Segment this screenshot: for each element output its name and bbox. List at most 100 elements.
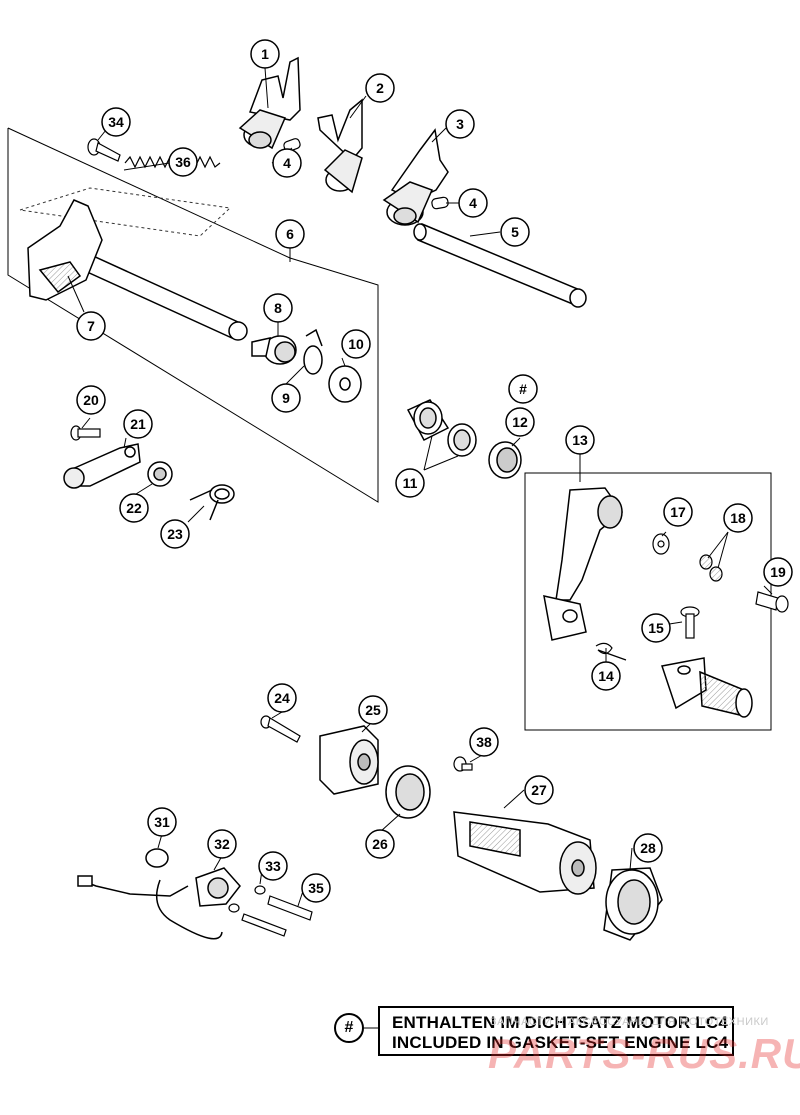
callout-number: 1 — [261, 46, 269, 62]
callout-10: 10 — [341, 329, 371, 359]
watermark-tagline: ЗАПЧАСТИ И АКСЕССУАРЫ ДЛЯ МОТОТЕХНИКИ — [490, 1016, 769, 1028]
lock-washer-18 — [699, 554, 723, 582]
callout-number: 3 — [456, 116, 464, 132]
callout-number: 15 — [648, 620, 664, 636]
callout-35: 35 — [301, 873, 331, 903]
legend-line-english: INCLUDED IN GASKET-SET ENGINE LC4 — [392, 1033, 729, 1052]
callout-circle — [763, 557, 793, 587]
callout-circle — [267, 683, 297, 713]
callout-4b: 4 — [458, 188, 488, 218]
callout-circle — [160, 519, 190, 549]
callout-25: 25 — [358, 695, 388, 725]
spring-14 — [595, 642, 627, 661]
callout-circle — [633, 833, 663, 863]
shift-drum-27 — [453, 811, 597, 895]
callout-circle — [641, 613, 671, 643]
callout-number: 19 — [770, 564, 786, 580]
bearing-26 — [385, 765, 431, 819]
callout-31: 31 — [147, 807, 177, 837]
callout-15: 15 — [641, 613, 671, 643]
callout-17: 17 — [663, 497, 693, 527]
callout-8: 8 — [263, 293, 293, 323]
shift-fork-3 — [382, 128, 449, 226]
callout-38: 38 — [469, 727, 499, 757]
bearing-28 — [603, 867, 663, 941]
callout-22: 22 — [119, 493, 149, 523]
roller-22 — [147, 461, 173, 487]
callout-circle — [263, 293, 293, 323]
callout-number: 9 — [282, 390, 290, 406]
callout-circle — [395, 468, 425, 498]
callout-number: 6 — [286, 226, 294, 242]
callout-circle — [500, 217, 530, 247]
callout-27: 27 — [524, 775, 554, 805]
callout-number: 22 — [126, 500, 142, 516]
callout-9: 9 — [271, 383, 301, 413]
callout-32: 32 — [207, 829, 237, 859]
fork-rod-5 — [413, 222, 587, 308]
callout-circle — [663, 497, 693, 527]
callout-circle — [275, 219, 305, 249]
bushing-8 — [251, 335, 297, 365]
callout-circle — [76, 385, 106, 415]
callout-circle — [591, 661, 621, 691]
callout-circle — [250, 39, 280, 69]
callout-24: 24 — [267, 683, 297, 713]
callout-1: 1 — [250, 39, 280, 69]
callout-34: 34 — [101, 107, 131, 137]
callout-number: 7 — [87, 318, 95, 334]
needle-bearing-11 — [406, 399, 477, 457]
callout-number: 20 — [83, 392, 99, 408]
callout-number: 36 — [175, 154, 191, 170]
callout-5: 5 — [500, 217, 530, 247]
bolt-19 — [755, 591, 789, 613]
callout-circle — [119, 493, 149, 523]
callout-6: 6 — [275, 219, 305, 249]
legend-line-german: ENTHALTEN IM DICHTSATZ MOTOR LC4 — [392, 1013, 728, 1032]
callout-number: 13 — [572, 432, 588, 448]
shift-lever-13 — [543, 487, 624, 641]
callout-number: 21 — [130, 416, 146, 432]
callout-circle — [101, 107, 131, 137]
callout-circle — [76, 311, 106, 341]
callout-number: 18 — [730, 510, 746, 526]
callout-number: 11 — [403, 475, 418, 491]
callout-hash: # — [508, 374, 538, 404]
callout-3: 3 — [445, 109, 475, 139]
joint-head — [661, 657, 753, 718]
callout-36: 36 — [168, 147, 198, 177]
shift-shaft-6 — [27, 199, 248, 341]
callout-circle — [207, 829, 237, 859]
callout-number: 10 — [348, 336, 364, 352]
callout-number: 38 — [476, 734, 492, 750]
callout-circle — [147, 807, 177, 837]
bolt-34 — [87, 138, 121, 162]
callout-number: 5 — [511, 224, 519, 240]
callout-number: 8 — [274, 300, 282, 316]
callout-circle — [258, 851, 288, 881]
callout-circle — [341, 329, 371, 359]
callout-circle — [445, 109, 475, 139]
callout-circle — [365, 73, 395, 103]
callout-2: 2 — [365, 73, 395, 103]
shift-drum-cam-25 — [319, 725, 379, 795]
watermark-logo: PARTS-RUS.RU — [488, 1030, 800, 1077]
callout-28: 28 — [633, 833, 663, 863]
clip-9 — [303, 328, 323, 375]
callout-11: 11 — [395, 468, 425, 498]
callout-number: 23 — [167, 526, 183, 542]
callout-circle — [301, 873, 331, 903]
callout-number: 34 — [108, 114, 124, 130]
callout-circle — [458, 188, 488, 218]
legend-box: ENTHALTEN IM DICHTSATZ MOTOR LC4 INCLUDE… — [378, 1006, 734, 1056]
callout-number: 24 — [274, 690, 290, 706]
callout-26: 26 — [365, 829, 395, 859]
callout-circle — [565, 425, 595, 455]
callout-33: 33 — [258, 851, 288, 881]
callout-number: 31 — [154, 814, 170, 830]
callout-number: 12 — [512, 414, 528, 430]
callout-number: 33 — [265, 858, 281, 874]
callout-circle — [271, 383, 301, 413]
